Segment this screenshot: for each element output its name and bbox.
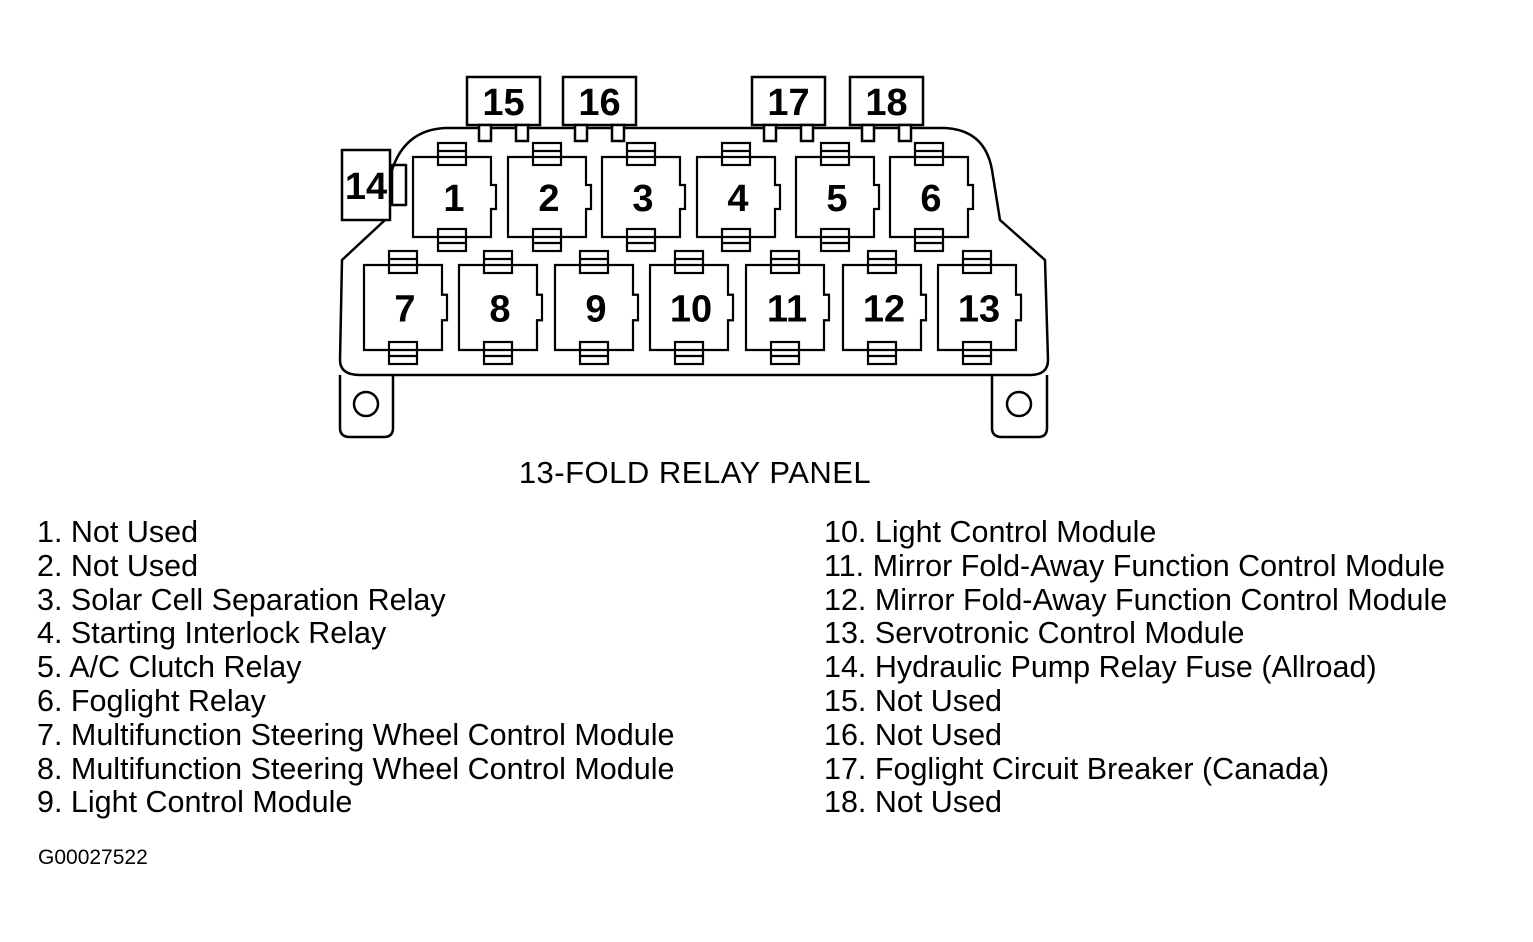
slot-label: 3 xyxy=(632,178,653,220)
slot-label: 12 xyxy=(863,289,905,331)
fuse-15: 15 xyxy=(465,75,542,143)
legend-item: 5. A/C Clutch Relay xyxy=(37,650,302,685)
fuse-16: 16 xyxy=(561,75,638,143)
slot-label: 14 xyxy=(345,166,387,208)
slot-label: 6 xyxy=(920,178,941,220)
legend-item: 14. Hydraulic Pump Relay Fuse (Allroad) xyxy=(824,650,1377,685)
fuse-17: 17 xyxy=(750,75,827,143)
legend-left: 1. Not Used 2. Not Used 3. Solar Cell Se… xyxy=(37,515,675,820)
legend-item: 9. Light Control Module xyxy=(37,785,353,820)
legend-item: 11. Mirror Fold-Away Function Control Mo… xyxy=(824,548,1445,583)
slot-label: 16 xyxy=(578,82,620,124)
slot-label: 8 xyxy=(489,289,510,331)
legend-item: 3. Solar Cell Separation Relay xyxy=(37,582,446,617)
legend-item: 4. Starting Interlock Relay xyxy=(37,616,387,651)
panel-title: 13-FOLD RELAY PANEL xyxy=(518,455,872,490)
relay-socket-1: 1 xyxy=(411,141,498,253)
mount-hole-left xyxy=(352,390,380,418)
legend-item: 17. Foglight Circuit Breaker (Canada) xyxy=(824,751,1330,786)
mount-tab-right xyxy=(990,375,1049,439)
slot-label: 11 xyxy=(767,289,807,331)
slot-label: 13 xyxy=(958,289,1000,331)
relay-socket-7: 7 xyxy=(362,249,449,366)
mount-hole-right xyxy=(1005,390,1033,418)
slot-label: 15 xyxy=(482,82,524,124)
slot-label: 4 xyxy=(727,178,748,220)
slot-label: 9 xyxy=(585,289,606,331)
slot-label: 5 xyxy=(826,178,847,220)
relay-socket-9: 9 xyxy=(553,249,640,366)
relay-socket-12: 12 xyxy=(841,249,928,366)
legend-item: 16. Not Used xyxy=(824,717,1003,752)
legend-item: 18. Not Used xyxy=(824,785,1003,820)
relay-socket-6: 6 xyxy=(888,141,975,253)
relay-socket-4: 4 xyxy=(695,141,782,253)
figure-code: G00027522 xyxy=(38,846,148,869)
slot-label: 7 xyxy=(394,289,415,331)
legend-item: 1. Not Used xyxy=(37,515,199,549)
slot-label: 1 xyxy=(443,178,464,220)
mount-tab-left xyxy=(338,375,395,439)
relay-socket-13: 13 xyxy=(936,249,1023,366)
relay-socket-3: 3 xyxy=(600,141,687,253)
panel-body-outline xyxy=(338,126,1050,377)
legend-item: 2. Not Used xyxy=(37,548,199,583)
fuse-18: 18 xyxy=(848,75,925,143)
slot-label: 18 xyxy=(865,82,907,124)
legend-item: 13. Servotronic Control Module xyxy=(824,616,1245,651)
legend-item: 10. Light Control Module xyxy=(824,515,1157,549)
legend-item: 6. Foglight Relay xyxy=(37,683,266,718)
relay-socket-10: 10 xyxy=(648,249,735,366)
legend-item: 8. Multifunction Steering Wheel Control … xyxy=(37,751,675,786)
relay-socket-11: 11 xyxy=(744,249,831,366)
legend-item: 15. Not Used xyxy=(824,683,1003,718)
relay-socket-5: 5 xyxy=(794,141,881,253)
relay-socket-2: 2 xyxy=(506,141,593,253)
legend-right: 10. Light Control Module 11. Mirror Fold… xyxy=(824,515,1448,820)
legend-item: 12. Mirror Fold-Away Function Control Mo… xyxy=(824,582,1448,617)
slot-label: 10 xyxy=(670,289,712,331)
fuse-14: 14 xyxy=(340,148,392,222)
slot-label: 17 xyxy=(767,82,809,124)
slot-label: 2 xyxy=(538,178,559,220)
legend-item: 7. Multifunction Steering Wheel Control … xyxy=(37,717,675,752)
relay-socket-8: 8 xyxy=(457,249,544,366)
